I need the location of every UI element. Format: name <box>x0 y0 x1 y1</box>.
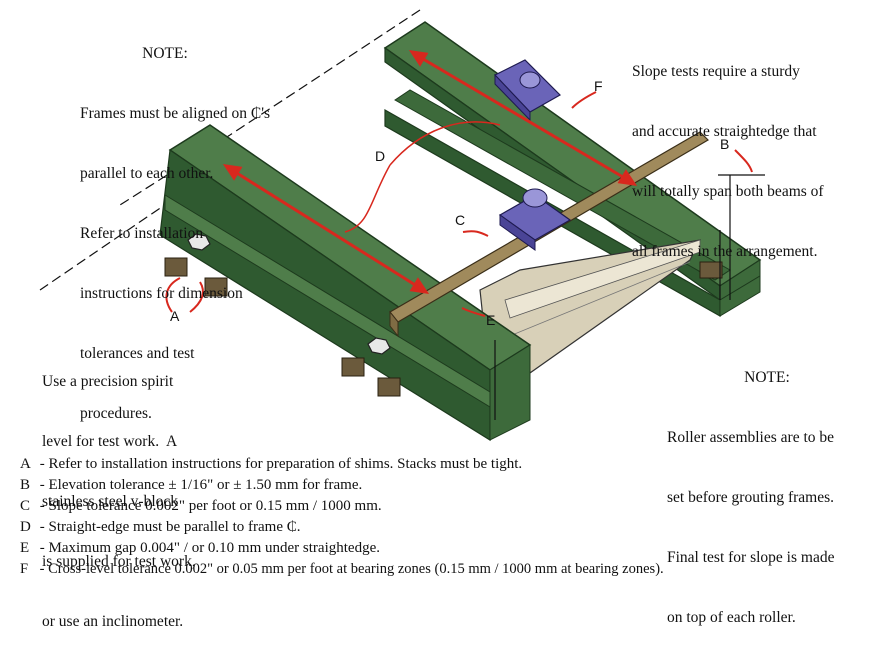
note-top-left-line: instructions for dimension <box>80 285 243 302</box>
note-top-left-line: procedures. <box>80 405 152 422</box>
d-leader-lines <box>344 121 501 233</box>
note-top-right: Slope tests require a sturdy and accurat… <box>632 22 824 282</box>
note-bottom-right-line: Roller assemblies are to be <box>667 429 835 446</box>
note-bottom-right-line: set before grouting frames. <box>667 489 834 506</box>
note-bottom-left-line: Use a precision spirit <box>42 373 174 390</box>
legend-key: E <box>20 540 30 556</box>
frame-alignment-diagram <box>39 9 765 442</box>
shim-stacks <box>164 257 723 397</box>
legend-text: - Elevation tolerance ± 1/16" or ± 1.50 … <box>36 477 363 493</box>
note-top-right-line: all frames in the arrangement. <box>632 243 818 260</box>
v-block-near <box>498 188 572 251</box>
callout-label-c: C <box>455 212 466 228</box>
legend-text: - Cross-level tolerance 0.002" or 0.05 m… <box>36 561 664 577</box>
elevation-marks <box>494 174 765 420</box>
anchor-bolts <box>187 233 391 355</box>
callout-label-f: F <box>594 78 603 94</box>
callout-label-a: A <box>170 308 180 324</box>
legend-key: B <box>20 477 31 493</box>
note-top-left: NOTE: Frames must be aligned on ₵'s para… <box>80 4 270 444</box>
legend-row-d: D - Straight-edge must be parallel to fr… <box>20 517 664 538</box>
note-bottom-left: Use a precision spirit level for test wo… <box>42 332 196 652</box>
legend-text: - Straight-edge must be parallel to fram… <box>36 519 301 535</box>
callout-arrows <box>165 91 753 317</box>
parallel-arrows <box>222 50 638 294</box>
note-top-right-line: will totally span both beams of <box>632 183 824 200</box>
note-top-right-line: Slope tests require a sturdy <box>632 63 800 80</box>
note-bottom-left-line: is supplied for test work, <box>42 553 196 570</box>
note-bottom-right-line: on top of each roller. <box>667 609 796 626</box>
note-top-left-line: parallel to each other. <box>80 165 214 182</box>
callout-label-d: D <box>375 148 386 164</box>
note-top-left-line: Frames must be aligned on ₵'s <box>80 105 271 122</box>
legend-key: A <box>20 456 31 472</box>
v-block-far <box>494 59 561 122</box>
note-top-left-line: tolerances and test <box>80 345 195 362</box>
callout-label-b: B <box>720 136 730 152</box>
legend-text: - Refer to installation instructions for… <box>36 456 523 472</box>
note-bottom-right-title: NOTE: <box>744 369 790 386</box>
callout-label-e: E <box>486 312 496 328</box>
note-top-left-title: NOTE: <box>142 45 188 62</box>
legend-key: C <box>20 498 31 514</box>
note-bottom-right: NOTE: Roller assemblies are to be set be… <box>667 328 867 648</box>
note-bottom-left-line: level for test work. A <box>42 433 178 450</box>
note-bottom-right-line: Final test for slope is made <box>667 549 835 566</box>
legend-row-c: C - Slope tolerance 0.002" per foot or 0… <box>20 496 664 517</box>
legend-text: - Maximum gap 0.004" / or 0.10 mm under … <box>36 540 380 556</box>
legend-row-f: F - Cross-level tolerance 0.002" or 0.05… <box>20 559 664 580</box>
legend: A - Refer to installation instructions f… <box>20 454 664 580</box>
legend-text: - Slope tolerance 0.002" per foot or 0.1… <box>36 498 382 514</box>
note-bottom-left-line: stainless steel v-block <box>42 493 179 510</box>
note-top-right-line: and accurate straightedge that <box>632 123 817 140</box>
legend-row-b: B - Elevation tolerance ± 1/16" or ± 1.5… <box>20 475 664 496</box>
legend-row-e: E - Maximum gap 0.004" / or 0.10 mm unde… <box>20 538 664 559</box>
note-bottom-left-line: or use an inclinometer. <box>42 613 184 630</box>
legend-row-a: A - Refer to installation instructions f… <box>20 454 664 475</box>
note-top-left-line: Refer to installation <box>80 225 204 242</box>
legend-key: F <box>20 561 29 577</box>
legend-key: D <box>20 519 31 535</box>
